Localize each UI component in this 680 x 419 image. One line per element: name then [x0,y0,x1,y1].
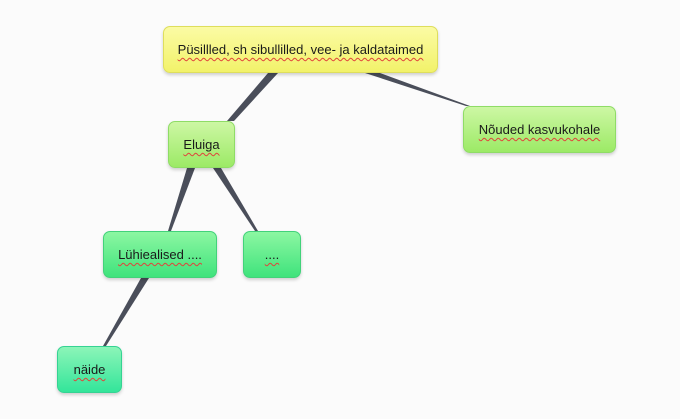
node-luhi[interactable]: Lühiealised .... [103,231,217,278]
node-eluiga[interactable]: Eluiga [168,121,235,168]
edge-eluiga-dots [213,168,258,231]
node-naide[interactable]: näide [57,346,122,393]
node-dots[interactable]: .... [243,231,301,278]
node-dots-label: .... [264,247,280,262]
node-root[interactable]: Püsillled, sh sibullilled, vee- ja kalda… [163,26,438,73]
node-noud-label: Nõuded kasvukohale [478,122,601,137]
edge-root-eluiga [227,73,278,121]
edge-root-noud [365,73,470,106]
node-naide-label: näide [73,362,106,377]
node-root-label: Püsillled, sh sibullilled, vee- ja kalda… [177,42,424,57]
node-eluiga-label: Eluiga [183,137,220,152]
node-noud[interactable]: Nõuded kasvukohale [463,106,616,153]
edge-luhi-naide [103,278,149,346]
node-luhi-label: Lühiealised .... [118,247,202,262]
edge-eluiga-luhi [168,168,195,231]
